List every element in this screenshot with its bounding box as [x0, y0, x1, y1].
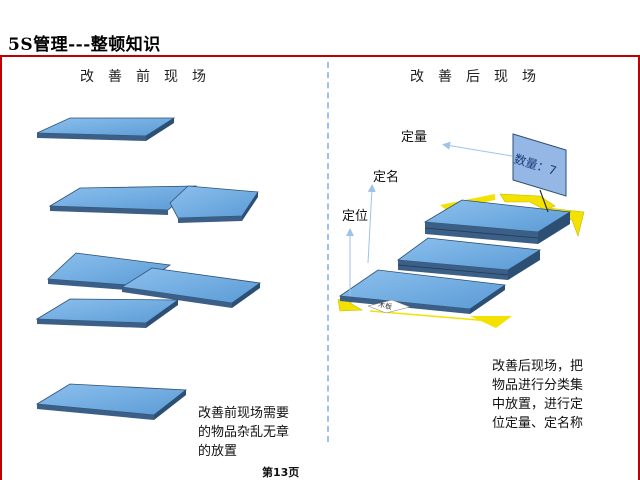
after-note-line: 改善后现场，把: [492, 359, 584, 374]
after-note: 改善后现场，把 物品进行分类集 中放置，进行定 位定量、定名称: [492, 357, 583, 433]
slide-left-border: [0, 55, 2, 480]
before-heading: 改善前现场: [80, 69, 220, 85]
before-note: 改善前现场需要 的物品杂乱无章 的放置: [198, 404, 289, 461]
messy-plate-6: [35, 298, 180, 328]
title-underline: [0, 55, 640, 57]
before-note-line: 改善前现场需要: [198, 406, 290, 421]
panel-divider: [327, 62, 329, 442]
quantity-sign: [512, 133, 567, 213]
messy-plate-7: [35, 383, 188, 420]
after-note-line: 物品进行分类集: [492, 378, 584, 393]
after-heading: 改善后现场: [410, 69, 550, 85]
label-fixed-name: 定名: [373, 170, 400, 185]
page-number: 第13页: [262, 466, 300, 479]
dimension-arrows: [346, 141, 513, 296]
page-title: 5S管理---整顿知识: [8, 35, 161, 55]
before-note-line: 的物品杂乱无章: [198, 425, 290, 440]
label-fixed-quantity: 定量: [401, 130, 428, 145]
stack-plate-top: [423, 199, 572, 244]
messy-plate-2: [48, 185, 198, 215]
board-label: [367, 299, 411, 314]
stack-plate-middle: [396, 237, 542, 280]
label-fixed-position: 定位: [342, 209, 369, 224]
after-note-line: 位定量、定名称: [492, 416, 584, 431]
messy-plate-1: [36, 117, 176, 141]
messy-plate-3: [169, 185, 259, 223]
slide-right-border: [638, 55, 640, 480]
after-note-line: 中放置，进行定: [492, 397, 584, 412]
before-note-line: 的放置: [198, 444, 238, 459]
messy-plate-5: [120, 267, 262, 308]
